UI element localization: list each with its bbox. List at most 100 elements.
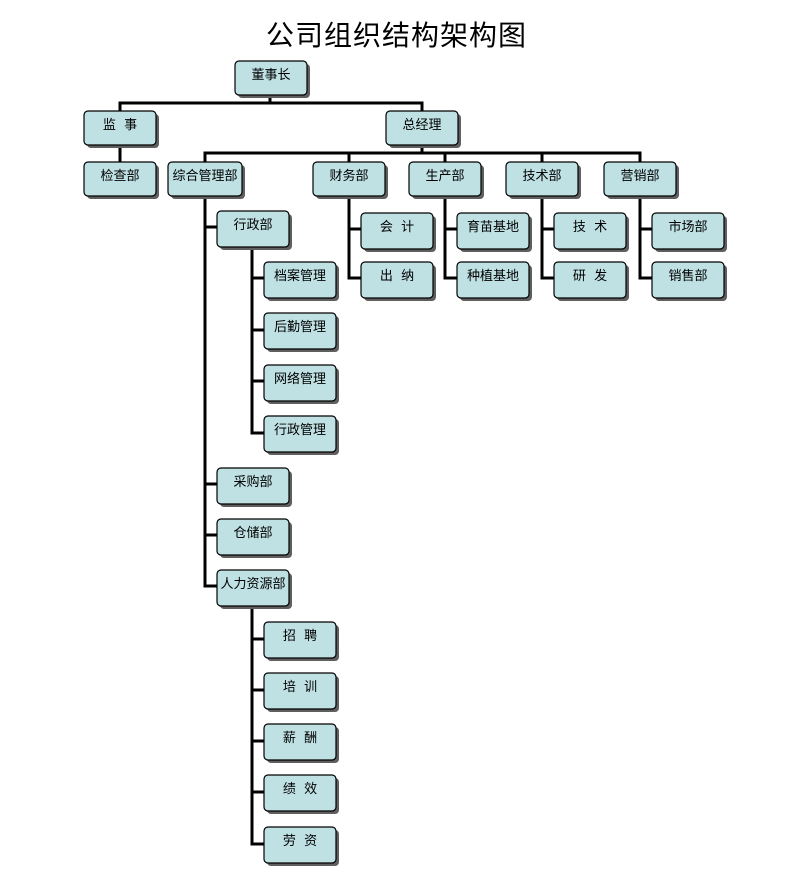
node-label: 研 发 xyxy=(573,268,607,284)
node-recruit: 招 聘 xyxy=(263,621,339,661)
node-box xyxy=(360,261,434,299)
node-label: 会 计 xyxy=(380,220,414,235)
node-label: 市场部 xyxy=(668,219,707,235)
node-label: 综合管理部 xyxy=(172,169,237,184)
node-box xyxy=(216,467,290,505)
node-cashier: 出 纳 xyxy=(360,261,436,301)
node-logistics: 后勤管理 xyxy=(263,312,339,352)
node-box xyxy=(167,161,243,197)
node-label: 育苗基地 xyxy=(467,219,519,235)
node-box xyxy=(553,261,627,299)
node-box xyxy=(263,312,337,350)
node-label: 检查部 xyxy=(100,169,139,184)
connector-line xyxy=(203,143,642,164)
connector-line xyxy=(540,194,556,280)
node-planting-base: 种植基地 xyxy=(456,261,532,301)
connector-line xyxy=(250,245,266,435)
node-box xyxy=(263,672,337,710)
node-box xyxy=(83,161,157,197)
node-label: 行政管理 xyxy=(274,423,326,438)
node-sales-dept: 销售部 xyxy=(651,261,727,301)
node-label: 后勤管理 xyxy=(274,320,326,335)
node-box xyxy=(385,110,459,146)
node-box xyxy=(360,212,434,250)
node-rnd: 研 发 xyxy=(553,261,629,301)
node-chairman: 董事长 xyxy=(234,60,310,98)
node-label: 生产部 xyxy=(425,169,464,184)
node-box xyxy=(651,212,725,250)
node-label: 种植基地 xyxy=(467,269,519,284)
node-label: 财务部 xyxy=(329,168,368,184)
node-box xyxy=(234,60,308,96)
node-label: 董事长 xyxy=(251,68,290,83)
node-label: 劳 资 xyxy=(283,833,317,849)
node-accounting: 会 计 xyxy=(360,212,436,252)
node-archives: 档案管理 xyxy=(263,261,339,301)
node-supervisor: 监 事 xyxy=(83,110,159,148)
node-box xyxy=(456,261,530,299)
node-network: 网络管理 xyxy=(263,364,339,404)
node-finance: 财务部 xyxy=(312,161,388,199)
node-hr: 人力资源部 xyxy=(216,569,292,609)
node-label: 培 训 xyxy=(283,679,317,695)
node-label: 采购部 xyxy=(233,474,272,490)
node-label: 技 术 xyxy=(573,220,607,235)
node-box xyxy=(216,518,290,556)
node-label: 技术部 xyxy=(522,169,561,184)
connector-line xyxy=(118,93,424,113)
connector-line xyxy=(203,194,219,588)
node-label: 营销部 xyxy=(620,169,659,184)
node-gm: 总经理 xyxy=(385,110,461,148)
connector-line xyxy=(347,194,363,280)
node-performance: 绩 效 xyxy=(263,774,339,814)
node-labor-wage: 劳 资 xyxy=(263,826,339,866)
node-inspection: 检查部 xyxy=(83,161,159,199)
node-marketing: 营销部 xyxy=(603,161,679,199)
node-box xyxy=(456,212,530,250)
node-market-dept: 市场部 xyxy=(651,212,727,252)
node-box xyxy=(263,364,337,402)
node-label: 人力资源部 xyxy=(220,577,285,592)
node-box xyxy=(263,261,337,299)
node-box xyxy=(216,569,290,607)
node-label: 绩 效 xyxy=(283,782,317,797)
node-box xyxy=(651,261,725,299)
node-production: 生产部 xyxy=(408,161,484,199)
connector-line xyxy=(250,602,266,846)
connector-lines xyxy=(118,93,654,846)
node-box xyxy=(83,110,157,146)
node-box xyxy=(263,415,337,453)
node-nursery-base: 育苗基地 xyxy=(456,212,532,252)
node-box xyxy=(216,210,290,248)
node-general-mgmt: 综合管理部 xyxy=(167,161,245,199)
node-salary: 薪 酬 xyxy=(263,723,339,763)
node-box xyxy=(263,621,337,659)
node-box xyxy=(553,212,627,250)
connector-line xyxy=(443,194,459,280)
node-tech: 技 术 xyxy=(553,212,629,252)
node-label: 行政部 xyxy=(233,218,272,233)
node-box xyxy=(505,161,579,197)
node-box xyxy=(263,774,337,812)
node-box xyxy=(603,161,677,197)
node-box xyxy=(312,161,386,197)
node-box xyxy=(263,723,337,761)
node-label: 网络管理 xyxy=(274,371,326,387)
node-label: 出 纳 xyxy=(380,269,414,284)
node-purchasing: 采购部 xyxy=(216,467,292,507)
node-label: 仓储部 xyxy=(233,526,272,541)
node-label: 监 事 xyxy=(103,118,137,133)
page-title: 公司组织结构架构图 xyxy=(265,19,527,52)
node-label: 总经理 xyxy=(402,118,441,133)
connector-line xyxy=(638,194,654,280)
node-admin-mgmt: 行政管理 xyxy=(263,415,339,455)
node-admin: 行政部 xyxy=(216,210,292,250)
node-label: 档案管理 xyxy=(274,269,326,284)
node-warehouse: 仓储部 xyxy=(216,518,292,558)
node-technology: 技术部 xyxy=(505,161,581,199)
node-label: 销售部 xyxy=(668,268,707,284)
node-box xyxy=(263,826,337,864)
node-label: 招 聘 xyxy=(283,629,317,644)
